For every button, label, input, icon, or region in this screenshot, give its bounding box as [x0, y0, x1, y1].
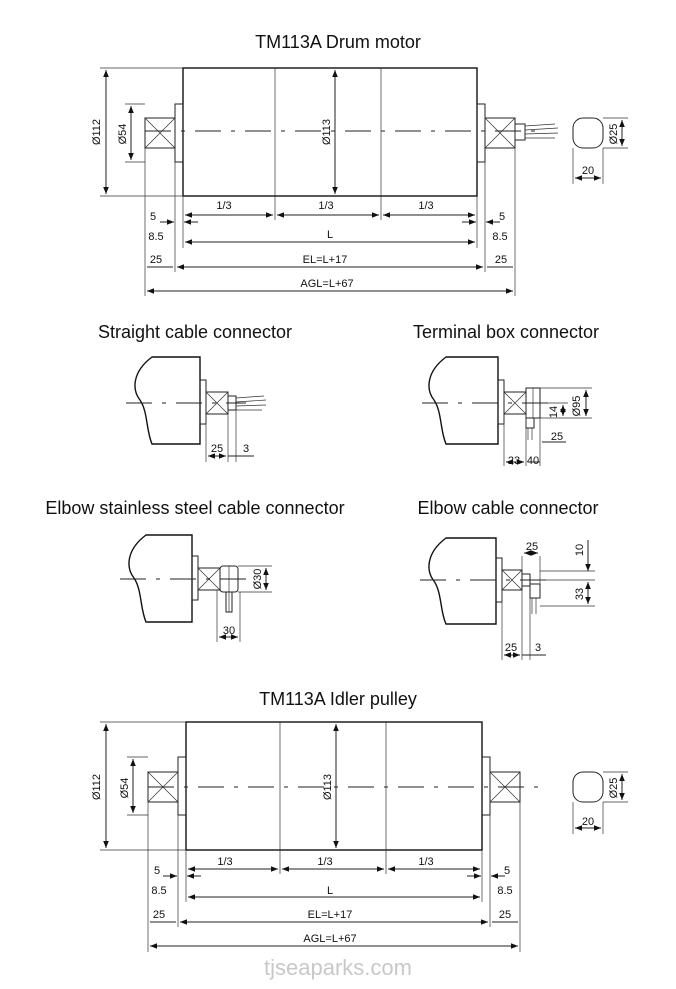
idler-dim-d113: Ø113	[322, 774, 334, 800]
straight-connector-drawing: Straight cable connector 25 3	[98, 322, 292, 462]
terminal-dim-14: 14	[548, 406, 560, 418]
dim-d25: Ø25	[608, 124, 620, 145]
dim-25-left: 25	[150, 254, 162, 266]
elbow-dim-25-top: 25	[526, 541, 538, 553]
idler-dim-d54: Ø54	[119, 778, 131, 799]
terminal-dim-d95: Ø95	[571, 396, 583, 417]
straight-dim-3: 3	[243, 443, 249, 455]
elbow-dim-33: 33	[574, 588, 586, 600]
dim-third-1: 1/3	[216, 200, 231, 212]
terminal-dim-25: 25	[551, 431, 563, 443]
terminal-connector-drawing: Terminal box connector Ø95 14 25 23 40	[413, 322, 599, 467]
idler-dim-L: L	[327, 885, 333, 897]
elbow-ss-connector-drawing: Elbow stainless steel cable connector Ø3…	[45, 498, 345, 642]
idler-dim-25-left: 25	[153, 909, 165, 921]
idler-dim-AGL: AGL=L+67	[303, 933, 356, 945]
dim-8-5-left: 8.5	[148, 231, 163, 243]
dim-d112: Ø112	[91, 119, 103, 145]
elbow-dim-25: 25	[505, 642, 517, 654]
elbow-dim-10: 10	[574, 544, 586, 556]
dim-5-right: 5	[499, 211, 505, 223]
straight-cable	[235, 395, 267, 411]
straight-title: Straight cable connector	[98, 322, 292, 342]
dim-d54: Ø54	[117, 124, 129, 145]
dim-L: L	[327, 229, 333, 241]
terminal-title: Terminal box connector	[413, 322, 599, 342]
dim-8-5-right: 8.5	[492, 231, 507, 243]
dim-25-right: 25	[495, 254, 507, 266]
idler-dim-d112: Ø112	[91, 774, 103, 800]
elbow-dim-3: 3	[535, 642, 541, 654]
terminal-dim-40: 40	[527, 455, 539, 467]
elbow-ss-dim-30: 30	[223, 625, 235, 637]
dim-d113: Ø113	[321, 119, 333, 145]
motor-cable	[524, 123, 559, 139]
elbow-ss-title: Elbow stainless steel cable connector	[45, 498, 344, 518]
dim-third-2: 1/3	[318, 200, 333, 212]
dim-EL: EL=L+17	[303, 254, 348, 266]
idler-dim-d25: Ø25	[608, 778, 620, 799]
dim-20: 20	[582, 165, 594, 177]
watermark: tjseaparks.com	[264, 955, 412, 980]
terminal-dim-23: 23	[508, 455, 520, 467]
dim-AGL: AGL=L+67	[300, 278, 353, 290]
left-bearing	[144, 117, 176, 149]
idler-dim-third-1: 1/3	[217, 856, 232, 868]
idler-dim-8-5-left: 8.5	[151, 885, 166, 897]
idler-dim-EL: EL=L+17	[308, 909, 353, 921]
idler-dim-third-2: 1/3	[317, 856, 332, 868]
elbow-connector-drawing: Elbow cable connector 25 10 33 25 3	[417, 498, 599, 660]
idler-dim-5-left: 5	[154, 865, 160, 877]
idler-body	[185, 721, 483, 851]
drum-motor-drawing: TM113A Drum motor Ø112 Ø54 Ø113	[91, 32, 628, 296]
elbow-fitting	[529, 583, 541, 599]
drum-motor-title: TM113A Drum motor	[255, 32, 421, 52]
idler-dim-third-3: 1/3	[418, 856, 433, 868]
elbow-title: Elbow cable connector	[417, 498, 598, 518]
idler-dim-5-right: 5	[504, 865, 510, 877]
elbow-ss-dim-d30: Ø30	[252, 569, 264, 590]
idler-dim-20: 20	[582, 816, 594, 828]
dim-third-3: 1/3	[418, 200, 433, 212]
idler-shaft-end-view	[572, 771, 604, 803]
idler-pulley-drawing: TM113A Idler pulley Ø112 Ø54 Ø113 Ø25 20	[91, 689, 628, 952]
dim-5-left: 5	[150, 211, 156, 223]
idler-title: TM113A Idler pulley	[259, 689, 417, 709]
idler-dim-8-5-right: 8.5	[497, 885, 512, 897]
straight-dim-25: 25	[211, 443, 223, 455]
idler-dim-25-right: 25	[499, 909, 511, 921]
shaft-end-view	[572, 117, 604, 149]
